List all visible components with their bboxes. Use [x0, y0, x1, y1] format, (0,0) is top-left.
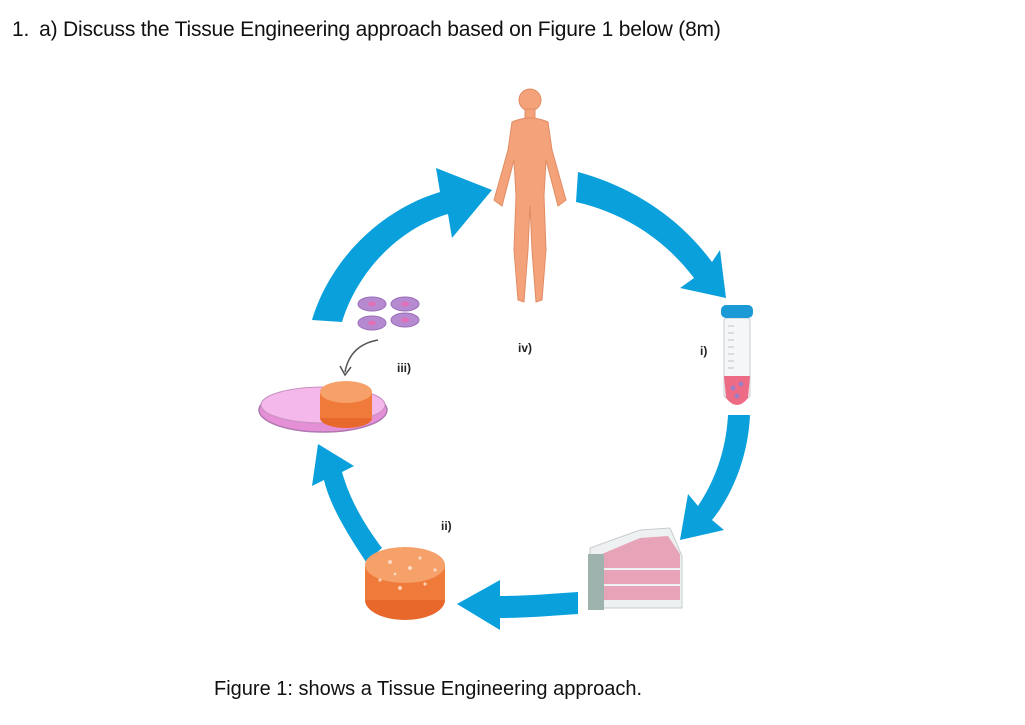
question-heading: 1. a) Discuss the Tissue Engineering appr…: [12, 18, 721, 42]
question-number: 1.: [12, 18, 30, 41]
scaffold-icon: [365, 547, 445, 620]
human-body-icon: [493, 88, 567, 303]
figure-caption: Figure 1: shows a Tissue Engineering app…: [214, 678, 643, 700]
petri-dish-icon: [258, 381, 388, 433]
arrow-i-to-flask: [680, 415, 750, 540]
label-step-iv: iv): [518, 341, 532, 355]
culture-flasks-icon: [588, 527, 683, 610]
label-step-iii: iii): [397, 361, 411, 375]
cycle-arrows: [312, 168, 750, 630]
arrow-flask-to-ii: [457, 580, 578, 630]
question-text: a) Discuss the Tissue Engineering approa…: [39, 18, 721, 41]
arrow-ii-to-iii: [312, 444, 382, 562]
arrow-iv-to-i: [576, 172, 726, 298]
cells-icon: [357, 296, 420, 331]
seeding-arrow-icon: [344, 339, 379, 373]
label-step-i: i): [700, 344, 707, 358]
arrow-iii-to-iv: [312, 168, 492, 322]
centrifuge-tube-icon: [721, 305, 753, 405]
label-step-ii: ii): [441, 519, 452, 533]
